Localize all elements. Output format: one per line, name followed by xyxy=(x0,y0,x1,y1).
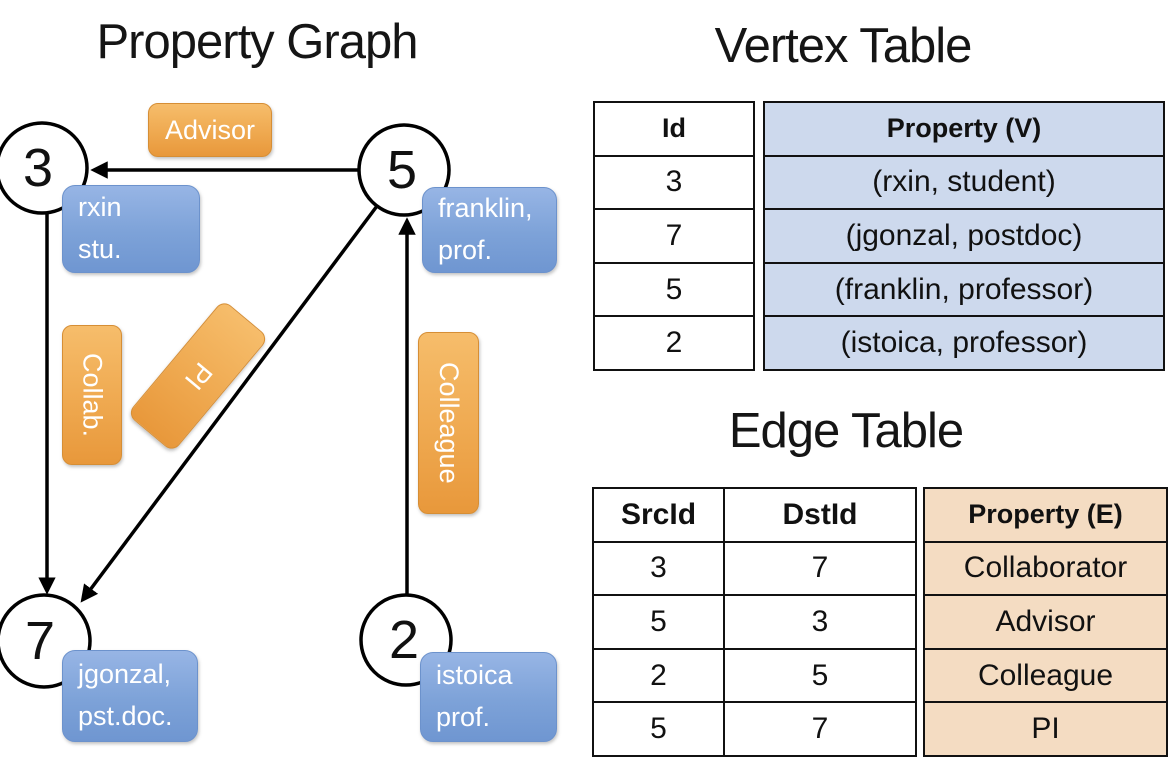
edge-table-id-columns: SrcId DstId 3 7 5 3 2 5 5 7 xyxy=(592,487,917,757)
edge-table-src-header: SrcId xyxy=(594,489,725,541)
vertex-7-property-line1: jgonzal, xyxy=(78,659,172,690)
table-cell: 5 xyxy=(594,594,725,648)
vertex-id-5: 5 xyxy=(387,140,417,200)
colleague-edge-label: Colleague xyxy=(418,332,479,514)
table-cell: 2 xyxy=(595,315,753,369)
vertex-id-3: 3 xyxy=(23,138,53,198)
vertex-7-property-box: jgonzal, pst.doc. xyxy=(62,650,198,742)
vertex-id-2: 2 xyxy=(389,610,419,670)
vertex-5-property-line2: prof. xyxy=(438,235,493,265)
vertex-2-property-line2: prof. xyxy=(436,702,491,732)
advisor-edge-label: Advisor xyxy=(148,103,272,157)
table-cell: (jgonzal, postdoc) xyxy=(765,208,1163,262)
table-cell: (franklin, professor) xyxy=(765,261,1163,316)
vertex-table-id-column: Id 3 7 5 2 xyxy=(593,101,755,371)
vertex-table-property-header: Property (V) xyxy=(886,113,1042,144)
collab-edge-label-text: Collab. xyxy=(77,352,108,438)
table-cell: 7 xyxy=(725,701,915,755)
vertex-2-property-box: istoica prof. xyxy=(420,652,557,742)
vertex-table-id-header: Id xyxy=(662,113,686,144)
pi-edge-label-text: PI xyxy=(178,356,219,396)
vertex-id-7: 7 xyxy=(25,611,55,671)
table-cell: (istoica, professor) xyxy=(765,315,1163,369)
table-cell: 7 xyxy=(595,208,753,262)
vertex-5-property-box: franklin, prof. xyxy=(422,187,557,273)
table-cell: (rxin, student) xyxy=(765,154,1163,209)
vertex-7-property-line2: pst.doc. xyxy=(78,701,173,731)
property-graph-title: Property Graph xyxy=(96,15,419,69)
vertex-5-property-line1: franklin, xyxy=(438,193,533,224)
edge-table-property-header: Property (E) xyxy=(968,499,1123,530)
table-cell: 5 xyxy=(594,701,725,755)
vertex-3-property-box: rxin stu. xyxy=(62,185,200,273)
table-cell: 3 xyxy=(595,154,753,209)
table-cell: 5 xyxy=(595,261,753,316)
colleague-edge-label-text: Colleague xyxy=(434,362,464,484)
table-cell: Colleague xyxy=(925,647,1166,702)
advisor-edge-label-text: Advisor xyxy=(164,114,256,145)
table-cell: 2 xyxy=(594,647,725,702)
vertex-table-title: Vertex Table xyxy=(714,19,973,73)
table-cell: 7 xyxy=(725,540,915,595)
edge-table-property-column: Property (E) Collaborator Advisor Collea… xyxy=(923,487,1168,757)
table-cell: Advisor xyxy=(925,594,1166,648)
edge-table-dst-header: DstId xyxy=(782,497,858,531)
edge-line-pi-5-7 xyxy=(80,204,379,603)
table-cell: 5 xyxy=(725,647,915,702)
table-cell: 3 xyxy=(594,540,725,595)
edge-table-title: Edge Table xyxy=(728,404,964,458)
vertex-2-property-line1: istoica xyxy=(436,660,513,691)
table-cell: Collaborator xyxy=(925,540,1166,595)
vertex-3-property-line2: stu. xyxy=(78,234,122,264)
vertex-3-property-line1: rxin xyxy=(78,192,122,223)
table-cell: 3 xyxy=(725,594,915,648)
collab-edge-label: Collab. xyxy=(62,325,122,465)
table-cell: PI xyxy=(925,701,1166,755)
vertex-table-property-column: Property (V) (rxin, student) (jgonzal, p… xyxy=(763,101,1165,371)
